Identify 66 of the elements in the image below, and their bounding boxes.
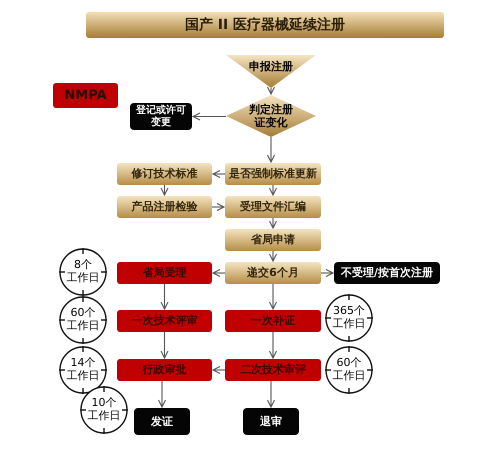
arrow bbox=[212, 202, 225, 212]
result-box bbox=[334, 262, 440, 284]
step-label: 省局受理 bbox=[142, 266, 186, 280]
process-box bbox=[225, 262, 321, 284]
process-box bbox=[117, 196, 212, 218]
arrow bbox=[268, 332, 278, 359]
process-box bbox=[225, 196, 321, 218]
arrow bbox=[268, 284, 278, 310]
arrow bbox=[266, 381, 276, 408]
result-label: 退审 bbox=[260, 414, 282, 428]
arrow bbox=[266, 137, 276, 163]
step-label: 递交6个月 bbox=[247, 266, 299, 280]
result-box bbox=[130, 103, 192, 130]
arrow bbox=[212, 170, 225, 178]
duration-label: 8个工作日 bbox=[66, 259, 100, 285]
step-label: 省局申请 bbox=[251, 233, 295, 247]
arrow bbox=[268, 251, 278, 262]
arrow bbox=[192, 112, 226, 121]
arrow bbox=[212, 366, 225, 374]
duration-clock bbox=[59, 248, 107, 296]
arrow bbox=[266, 86, 276, 95]
duration-clock bbox=[325, 294, 373, 342]
result-label: 登记或许可变更 bbox=[134, 105, 187, 128]
step-label: 行政审批 bbox=[142, 363, 186, 377]
process-box bbox=[117, 163, 212, 185]
step-label: 申报注册 bbox=[249, 60, 293, 74]
step-label: 二次技术审评 bbox=[240, 363, 306, 377]
duration-label: 10个工作日 bbox=[88, 397, 120, 423]
process-box bbox=[225, 163, 321, 185]
duration-clock bbox=[325, 346, 373, 394]
review-box bbox=[225, 310, 321, 332]
review-box bbox=[117, 310, 212, 332]
result-label: 不受理/按首次注册 bbox=[340, 266, 434, 280]
step-label: 一次技术评审 bbox=[132, 314, 198, 328]
step-label: 修订技术标准 bbox=[132, 167, 198, 181]
result-box bbox=[134, 408, 190, 435]
arrow bbox=[160, 185, 169, 196]
decision-label: 判定注册证变化 bbox=[249, 102, 293, 130]
arrow bbox=[160, 332, 169, 359]
step-label: 是否强制标准更新 bbox=[229, 167, 317, 181]
duration-label: 14个工作日 bbox=[66, 357, 100, 383]
title-text: 国产 II 医疗器械延续注册 bbox=[184, 16, 346, 34]
duration-clock bbox=[80, 386, 128, 434]
duration-label: 60个工作日 bbox=[332, 357, 366, 383]
step-label: 产品注册检验 bbox=[132, 200, 198, 214]
arrow bbox=[160, 284, 169, 310]
step-label: 一次补证 bbox=[251, 314, 295, 328]
legend-label: NMPA bbox=[64, 88, 107, 104]
start-triangle bbox=[226, 55, 316, 88]
result-box bbox=[243, 408, 299, 435]
arrow bbox=[268, 185, 278, 196]
duration-label: 365个工作日 bbox=[332, 305, 366, 331]
arrow bbox=[212, 268, 225, 278]
duration-clock bbox=[59, 296, 107, 344]
duration-label: 60个工作日 bbox=[66, 307, 100, 333]
step-label: 受理文件汇编 bbox=[240, 200, 306, 214]
review-box bbox=[225, 359, 321, 381]
decision-diamond bbox=[226, 95, 316, 137]
review-box bbox=[117, 262, 212, 284]
process-box bbox=[225, 229, 321, 251]
result-label: 发证 bbox=[151, 414, 173, 428]
review-box bbox=[117, 359, 212, 381]
arrow bbox=[158, 381, 166, 408]
duration-clock bbox=[59, 346, 107, 394]
arrow bbox=[268, 218, 278, 229]
arrow bbox=[321, 268, 334, 278]
